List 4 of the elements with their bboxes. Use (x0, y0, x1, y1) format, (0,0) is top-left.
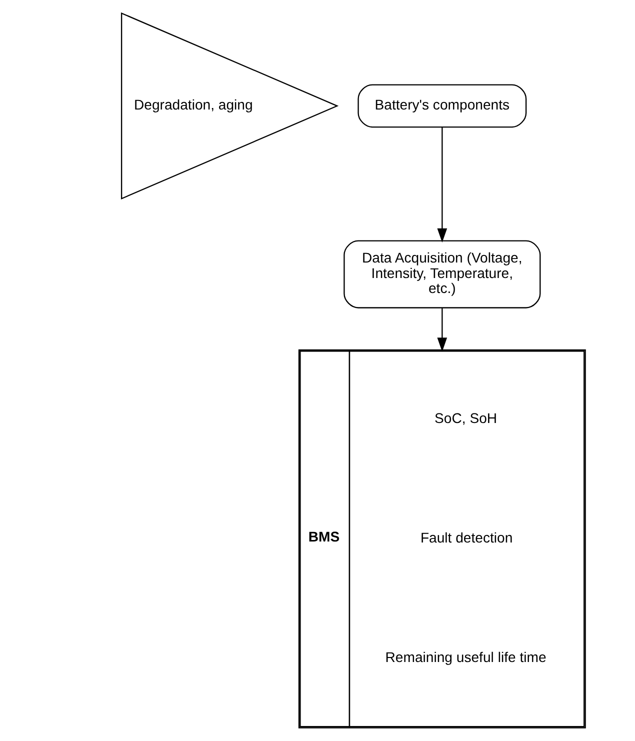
arrow (437, 127, 448, 243)
node-box: Data Acquisition (Voltage, Intensity, Temperature, etc.) (344, 240, 541, 308)
arrow (437, 308, 448, 352)
node-box: Battery's components (358, 84, 527, 128)
